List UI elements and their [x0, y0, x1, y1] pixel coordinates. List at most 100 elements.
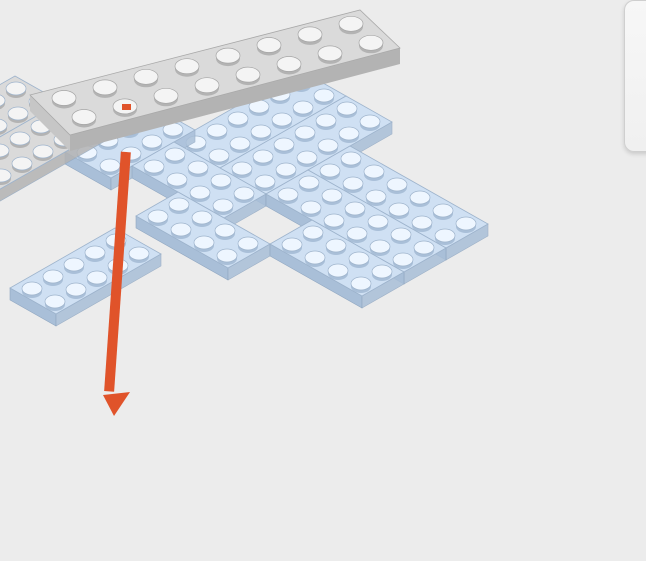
- blue-plate-6-stud: [345, 202, 365, 215]
- blue-plate-9-stud: [85, 246, 105, 259]
- blue-plate-1-stud: [314, 89, 334, 102]
- blue-plate-8-stud: [282, 238, 302, 251]
- blue-plate-5-stud: [389, 203, 409, 216]
- gray-base-plate-2-stud: [12, 157, 32, 170]
- blue-plate-1-stud: [272, 113, 292, 126]
- blue-plate-5-stud: [387, 178, 407, 191]
- blue-plate-7-stud: [171, 223, 191, 236]
- blue-plate-2-stud: [232, 162, 252, 175]
- blue-plate-7-stud: [148, 210, 168, 223]
- blue-plate-2-stud: [360, 115, 380, 128]
- blue-plate-8-stud: [303, 226, 323, 239]
- blue-plate-1-stud: [230, 137, 250, 150]
- top-plate-stud: [339, 16, 363, 31]
- top-plate-stud: [175, 59, 199, 74]
- blue-plate-2-stud: [318, 139, 338, 152]
- arrow-head: [103, 392, 130, 416]
- blue-plate-8-stud: [351, 277, 371, 290]
- blue-plate-8-stud: [326, 239, 346, 252]
- blue-plate-4-stud: [234, 187, 254, 200]
- blue-plate-4-stud: [188, 161, 208, 174]
- blue-plate-6-stud: [393, 253, 413, 266]
- blue-plate-9-stud: [43, 270, 63, 283]
- blue-plate-4-stud: [167, 173, 187, 186]
- blue-plate-7-stud: [215, 224, 235, 237]
- top-plate-stud: [195, 78, 219, 93]
- blue-plate-7-stud: [169, 198, 189, 211]
- blue-plate-6-stud: [299, 176, 319, 189]
- blue-plate-3-stud: [100, 159, 120, 172]
- top-plate-stud: [93, 80, 117, 95]
- blue-plate-8-stud: [349, 252, 369, 265]
- blue-plate-6-stud: [414, 241, 434, 254]
- blue-plate-5-stud: [320, 164, 340, 177]
- blue-plate-1-stud: [251, 125, 271, 138]
- gray-base-plate-2-stud: [33, 145, 53, 158]
- top-plate-stud: [277, 57, 301, 72]
- blue-plate-5-stud: [410, 191, 430, 204]
- blue-plate-8-stud: [372, 265, 392, 278]
- blue-plate-2-stud: [253, 150, 273, 163]
- blue-plate-9-stud: [22, 282, 42, 295]
- blue-plate-5-stud: [412, 216, 432, 229]
- blue-plate-6-stud: [301, 201, 321, 214]
- blue-plate-2-stud: [339, 127, 359, 140]
- blue-plate-9-stud: [129, 247, 149, 260]
- blue-plate-2-stud: [316, 114, 336, 127]
- blue-plate-2-stud: [274, 138, 294, 151]
- gray-base-plate-1-stud: [8, 107, 28, 120]
- blue-plate-2-stud: [276, 163, 296, 176]
- blue-plate-4-stud: [190, 186, 210, 199]
- top-plate-stud: [298, 27, 322, 42]
- blue-plate-2-stud: [255, 175, 275, 188]
- top-plate-stud: [72, 110, 96, 125]
- blue-plate-1-stud: [207, 124, 227, 137]
- marked-stud-indicator: [122, 104, 131, 110]
- blue-plate-2-stud: [297, 151, 317, 164]
- blue-plate-7-stud: [194, 236, 214, 249]
- blue-plate-5-stud: [364, 165, 384, 178]
- blue-plate-5-stud: [433, 204, 453, 217]
- blue-plate-6-stud: [368, 215, 388, 228]
- blue-plate-8-stud: [328, 264, 348, 277]
- blue-plate-2-stud: [337, 102, 357, 115]
- blue-plate-1-stud: [209, 149, 229, 162]
- blue-plate-8-stud: [305, 251, 325, 264]
- top-plate-stud: [52, 91, 76, 106]
- blue-plate-2-stud: [295, 126, 315, 139]
- blue-plate-6-stud: [370, 240, 390, 253]
- blue-plate-6-stud: [391, 228, 411, 241]
- top-plate-stud: [359, 35, 383, 50]
- blue-plate-5-stud: [456, 217, 476, 230]
- blue-plate-9-stud: [64, 258, 84, 271]
- top-plate-stud: [236, 67, 260, 82]
- blue-plate-5-stud: [366, 190, 386, 203]
- blue-plate-4-stud: [213, 199, 233, 212]
- blue-plate-5-stud: [343, 177, 363, 190]
- gray-base-plate-1-stud: [6, 82, 26, 95]
- blue-plate-3-stud: [142, 135, 162, 148]
- top-plate-stud: [216, 48, 240, 63]
- blue-plate-5-stud: [435, 229, 455, 242]
- blue-plate-6-stud: [347, 227, 367, 240]
- blue-plate-9-stud: [66, 283, 86, 296]
- blue-plate-9: [10, 228, 161, 326]
- blue-plate-6-stud: [324, 214, 344, 227]
- blue-plate-7-stud: [192, 211, 212, 224]
- blue-plate-9-stud: [87, 271, 107, 284]
- top-plate-stud: [134, 69, 158, 84]
- top-plate-stud: [318, 46, 342, 61]
- top-plate-stud: [257, 38, 281, 53]
- blue-plate-4-stud: [211, 174, 231, 187]
- blue-plate-6-stud: [322, 189, 342, 202]
- blue-plate-7-stud: [217, 249, 237, 262]
- blue-plate-1-stud: [228, 112, 248, 125]
- blue-plate-7-stud: [238, 237, 258, 250]
- blue-plate-6-stud: [278, 188, 298, 201]
- blue-plate-4-stud: [165, 148, 185, 161]
- blue-plate-9-stud: [45, 295, 65, 308]
- top-plate-stud: [154, 88, 178, 103]
- blue-plate-4-stud: [144, 160, 164, 173]
